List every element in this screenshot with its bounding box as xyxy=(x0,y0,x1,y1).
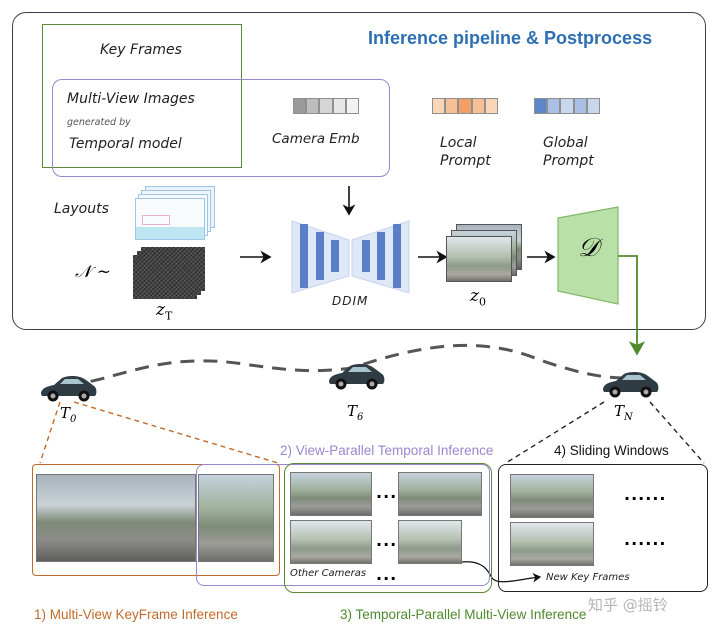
t6-label: T6 xyxy=(347,402,364,423)
multi-view-box xyxy=(52,79,390,177)
inference-pipeline-panel xyxy=(12,12,706,330)
car-icon xyxy=(600,370,660,404)
ellipsis: ... xyxy=(376,483,398,502)
decoder-icon xyxy=(557,206,619,305)
temporal-photo-4 xyxy=(398,520,462,564)
stage3-box xyxy=(284,463,492,593)
pipeline-title: Inference pipeline & Postprocess xyxy=(368,28,653,48)
ellipsis: ...... xyxy=(624,485,667,504)
global-prompt-strip xyxy=(534,98,601,114)
car-icon xyxy=(38,374,98,408)
z0-label: z0 xyxy=(470,286,486,309)
camera-emb-label: Camera Emb xyxy=(272,131,360,147)
noise-latent-stack xyxy=(133,247,207,299)
stage2-label: 2) View-Parallel Temporal Inference xyxy=(280,443,494,458)
unet-icon xyxy=(291,220,410,294)
local-prompt-label: Local Prompt xyxy=(440,135,491,169)
temporal-model-label: Temporal model xyxy=(69,136,182,152)
layouts-label: Layouts xyxy=(54,201,109,217)
camera-emb-strip xyxy=(293,98,360,114)
z0-latent-stack xyxy=(446,224,522,284)
ellipsis: ...... xyxy=(624,530,667,549)
other-cameras-label: Other Cameras xyxy=(290,568,367,579)
keyframe-photo-front xyxy=(36,474,196,562)
ellipsis: ... xyxy=(376,531,398,550)
multi-view-images-label: Multi-View Images xyxy=(67,91,195,107)
temporal-photo-2 xyxy=(290,520,372,564)
key-frames-box xyxy=(42,24,242,168)
temporal-photo-1 xyxy=(290,472,372,516)
tn-label: TN xyxy=(614,402,633,423)
layouts-stack xyxy=(135,186,215,240)
generated-by-label: generated by xyxy=(67,117,131,128)
temporal-photo-3 xyxy=(398,472,482,516)
watermark: 知乎 @摇铃 xyxy=(588,596,668,614)
ddim-label: DDIM xyxy=(332,294,369,308)
stage4-box xyxy=(498,464,708,592)
arrow-icon xyxy=(618,255,646,356)
keyframe-photo-right xyxy=(198,474,274,562)
noise-symbol: 𝒩 ~ xyxy=(75,262,111,282)
stage2-box xyxy=(196,464,490,586)
stage1-box xyxy=(32,464,280,576)
ellipsis: ... xyxy=(376,565,398,584)
local-prompt-strip xyxy=(432,98,499,114)
stage3-label: 3) Temporal-Parallel Multi-View Inferenc… xyxy=(340,607,587,622)
key-frames-label: Key Frames xyxy=(100,42,182,58)
decoder-symbol: 𝒟 xyxy=(578,233,599,263)
t0-label: T0 xyxy=(60,404,77,425)
zt-label: zT xyxy=(156,300,173,323)
stage1-label: 1) Multi-View KeyFrame Inference xyxy=(34,607,238,622)
sliding-photo-1 xyxy=(510,474,594,518)
global-prompt-label: Global Prompt xyxy=(543,135,594,169)
stage4-label: 4) Sliding Windows xyxy=(554,443,669,458)
car-icon xyxy=(326,362,386,396)
new-key-frames-label: New Key Frames xyxy=(546,572,630,583)
sliding-photo-2 xyxy=(510,522,594,566)
